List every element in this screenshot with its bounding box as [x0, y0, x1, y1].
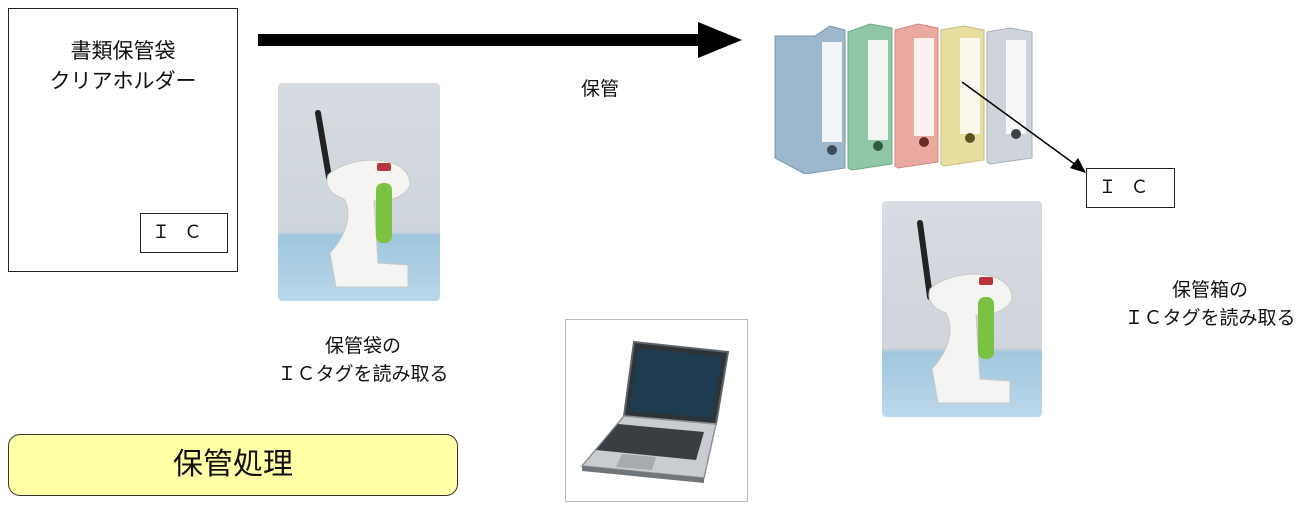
storage-arrow: [258, 22, 742, 58]
document-holder-title-line2: クリアホルダー: [49, 69, 197, 93]
reader-right-caption-line1: 保管箱の: [1171, 279, 1248, 301]
ic-reader-photo-right: [882, 201, 1042, 417]
reader-left-caption: 保管袋の ＩＣタグを読み取る: [238, 332, 488, 388]
file-box-green: [847, 23, 893, 171]
storage-arrow-head: [698, 22, 742, 58]
storage-label: 保管: [580, 78, 619, 100]
laptop-photo-frame: [565, 319, 748, 502]
ic-reader-photo-left: [278, 83, 440, 301]
document-ic-tag: ＩＣ: [140, 213, 228, 253]
laptop-icon: [580, 340, 730, 483]
file-box-pink: [894, 23, 939, 169]
reader-right-caption: 保管箱の ＩＣタグを読み取る: [1100, 276, 1316, 332]
storage-file-boxes-photo: [774, 23, 1033, 174]
reader-right-caption-line2: ＩＣタグを読み取る: [1124, 307, 1296, 329]
reader-left-caption-line2: ＩＣタグを読み取る: [277, 363, 449, 385]
file-box-gray: [986, 27, 1033, 165]
file-box-blue: [774, 25, 846, 174]
document-holder-title-line1: 書類保管袋: [70, 39, 176, 63]
file-ic-tag: ＩＣ: [1086, 168, 1175, 208]
file-ic-pointer-arrow: [961, 81, 1086, 173]
storage-process-button[interactable]: 保管処理: [8, 434, 458, 496]
document-holder-title: 書類保管袋 クリアホルダー: [8, 36, 238, 96]
file-box-yellow: [940, 25, 985, 167]
reader-left-caption-line1: 保管袋の: [324, 335, 401, 357]
storage-arrow-shaft: [258, 34, 702, 46]
